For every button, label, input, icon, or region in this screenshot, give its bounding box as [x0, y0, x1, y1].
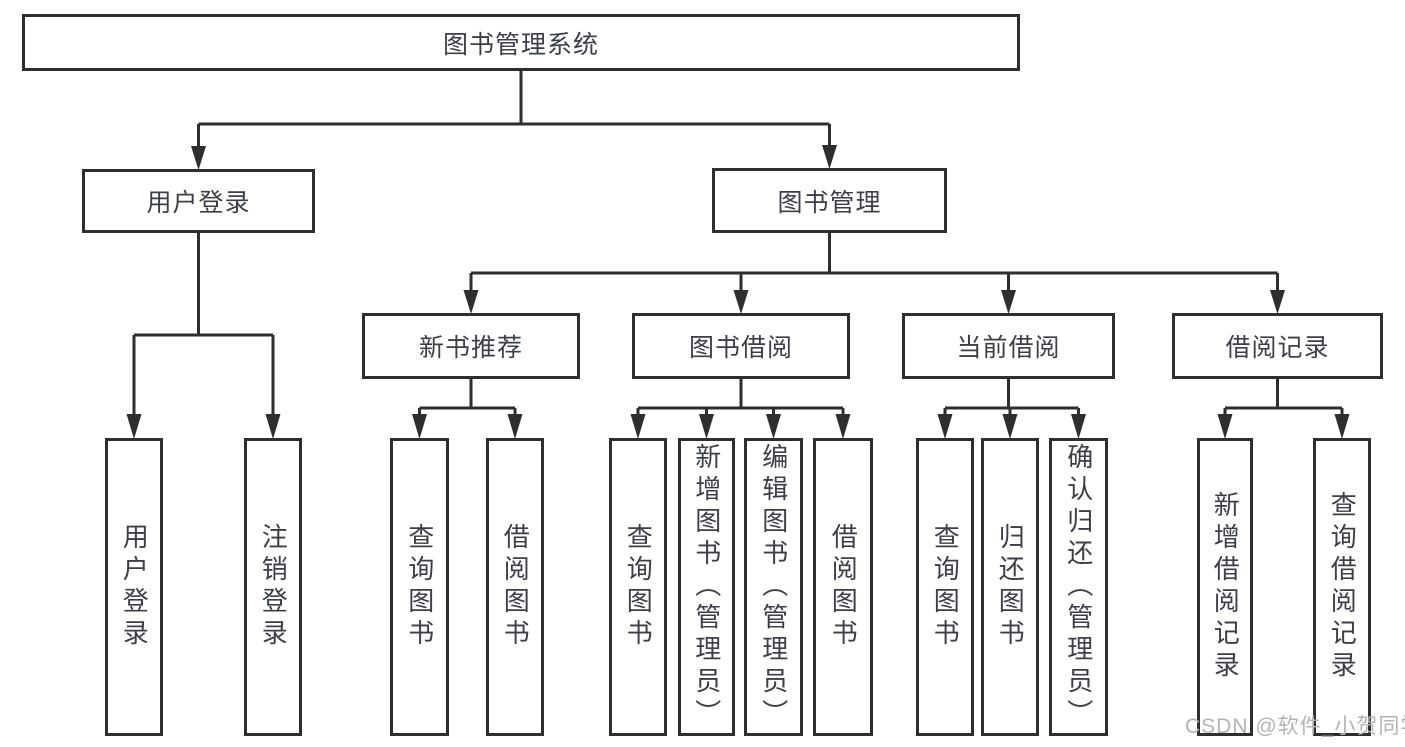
leaf-confirm-return-admin: 确认归还（管理员）	[1049, 438, 1108, 736]
node-label: 新增图书（管理员）	[691, 443, 722, 731]
node-label: 借阅图书	[500, 523, 531, 651]
leaf-query-books-2: 查询图书	[609, 438, 667, 736]
node-current-borrowing: 当前借阅	[902, 313, 1115, 379]
node-label: 借阅记录	[1225, 334, 1330, 362]
leaf-edit-books-admin: 编辑图书（管理员）	[744, 438, 803, 736]
node-label: 查询图书	[404, 523, 435, 651]
node-book-management: 图书管理	[712, 168, 947, 233]
leaf-query-borrow-record: 查询借阅记录	[1313, 438, 1371, 736]
node-label: 编辑图书（管理员）	[758, 443, 789, 731]
node-label: 借阅图书	[828, 523, 859, 651]
node-label: 确认归还（管理员）	[1063, 443, 1094, 731]
leaf-user-login: 用户登录	[105, 438, 163, 736]
leaf-return-books: 归还图书	[981, 438, 1039, 736]
node-label: 图书管理	[777, 188, 882, 217]
node-user-login: 用户登录	[82, 169, 315, 233]
node-label: 图书管理系统	[442, 30, 599, 59]
leaf-logout: 注销登录	[244, 438, 302, 736]
leaf-borrow-books-1: 借阅图书	[486, 438, 544, 736]
node-label: 当前借阅	[956, 334, 1061, 362]
node-label: 用户登录	[119, 523, 150, 651]
node-label: 查询图书	[623, 523, 654, 651]
node-label: 图书借阅	[688, 334, 793, 362]
node-label: 新增借阅记录	[1210, 491, 1241, 683]
csdn-watermark: CSDN @软件_小贺同学	[1185, 715, 1405, 738]
leaf-add-borrow-record: 新增借阅记录	[1197, 438, 1253, 736]
leaf-borrow-books-2: 借阅图书	[813, 438, 873, 736]
node-library-management-system: 图书管理系统	[22, 14, 1020, 71]
node-borrowing-records: 借阅记录	[1172, 313, 1383, 379]
node-new-book-recommend: 新书推荐	[362, 313, 580, 379]
node-label: 注销登录	[258, 523, 289, 651]
node-label: 归还图书	[995, 523, 1026, 651]
leaf-add-books-admin: 新增图书（管理员）	[678, 438, 735, 736]
node-book-borrowing: 图书借阅	[632, 313, 850, 379]
leaf-query-books-3: 查询图书	[916, 438, 974, 736]
node-label: 用户登录	[146, 189, 251, 217]
node-label: 查询借阅记录	[1327, 491, 1358, 683]
node-label: 查询图书	[930, 523, 961, 651]
leaf-query-books-1: 查询图书	[390, 438, 449, 736]
node-label: 新书推荐	[418, 334, 523, 362]
